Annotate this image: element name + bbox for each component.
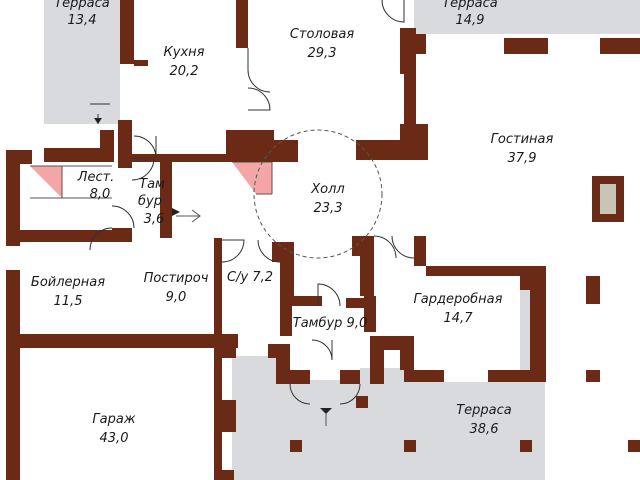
garage-name: Гараж [92,412,135,427]
terrace-s-area [232,282,545,480]
vestibule-w-name: Там [139,177,165,192]
stairs [30,161,273,199]
terrace-ne-area [414,0,640,34]
terrace-ne-area-value: 14,9 [456,13,485,28]
terraces [44,0,640,480]
room-labels: Терраса 13,4 Терраса 14,9 Кухня 20,2 Сто… [31,0,554,446]
laundry-name: Постироч [144,271,209,286]
boiler-area: 11,5 [54,294,83,309]
laundry-area: 9,0 [166,290,187,305]
walls [6,0,640,480]
vestibule-s-label: Тамбур 9,0 [293,316,367,331]
terrace-nw-area [44,0,120,124]
stair-area: 8,0 [90,187,111,202]
dining-area: 29,3 [308,46,337,61]
living-area: 37,9 [508,151,537,166]
stair-name: Лест. [77,170,115,185]
terrace-s-name: Терраса [456,403,512,418]
terrace-nw-area-value: 13,4 [68,13,97,28]
wc-label: С/у 7,2 [227,270,273,285]
terrace-ne-name: Терраса [442,0,498,11]
stair-east [232,162,272,194]
hall-name: Холл [310,182,344,197]
wardrobe-area: 14,7 [444,311,474,326]
boiler-name: Бойлерная [31,275,105,290]
stair-west [30,166,62,198]
hall-area: 23,3 [314,201,343,216]
terrace-s-area-value: 38,6 [470,422,499,437]
vestibule-w-area: 3,6 [144,212,165,227]
vestibule-w-name2: бур [138,194,162,209]
decor [94,118,383,426]
terrace-nw-name: Терраса [54,0,110,11]
living-name: Гостиная [491,132,554,147]
wardrobe-name: Гардеробная [414,292,503,307]
garage-area: 43,0 [100,431,129,446]
dining-name: Столовая [290,27,354,42]
kitchen-name: Кухня [164,45,205,60]
kitchen-area: 20,2 [170,64,199,79]
